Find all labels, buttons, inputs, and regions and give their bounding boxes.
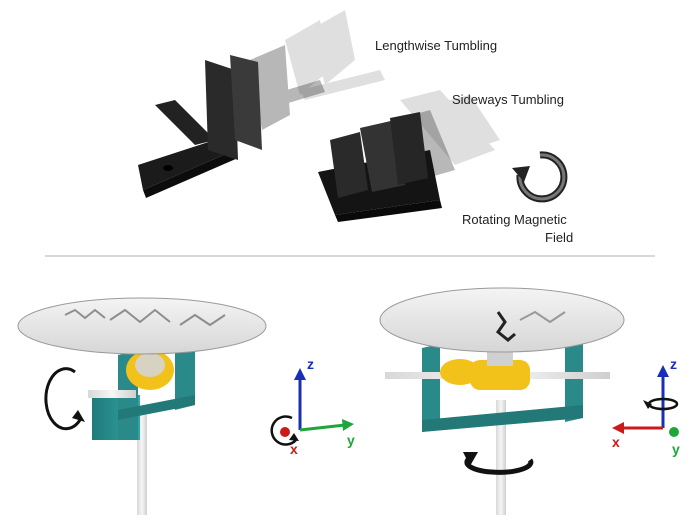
label-rotating-field-line1: Rotating Magnetic bbox=[462, 212, 567, 227]
right-axis-x-label: x bbox=[612, 434, 620, 450]
label-rotating-field-line2: Field bbox=[545, 230, 574, 245]
right-axes-triad bbox=[612, 365, 679, 437]
right-axis-y-label: y bbox=[672, 441, 680, 457]
left-axis-z-label: z bbox=[307, 356, 314, 372]
right-apparatus bbox=[379, 287, 625, 515]
left-axes-triad bbox=[270, 368, 354, 446]
left-axis-x-label: x bbox=[290, 441, 298, 457]
left-apparatus bbox=[17, 297, 267, 515]
label-sideways-tumbling: Sideways Tumbling bbox=[452, 92, 564, 107]
sideways-tumbling-robot bbox=[318, 90, 500, 222]
label-lengthwise-tumbling: Lengthwise Tumbling bbox=[375, 38, 498, 53]
lengthwise-tumbling-robot bbox=[138, 10, 385, 198]
rotating-field-icon bbox=[512, 151, 568, 203]
left-axis-y-label: y bbox=[347, 432, 355, 448]
right-axis-z-label: z bbox=[670, 356, 677, 372]
